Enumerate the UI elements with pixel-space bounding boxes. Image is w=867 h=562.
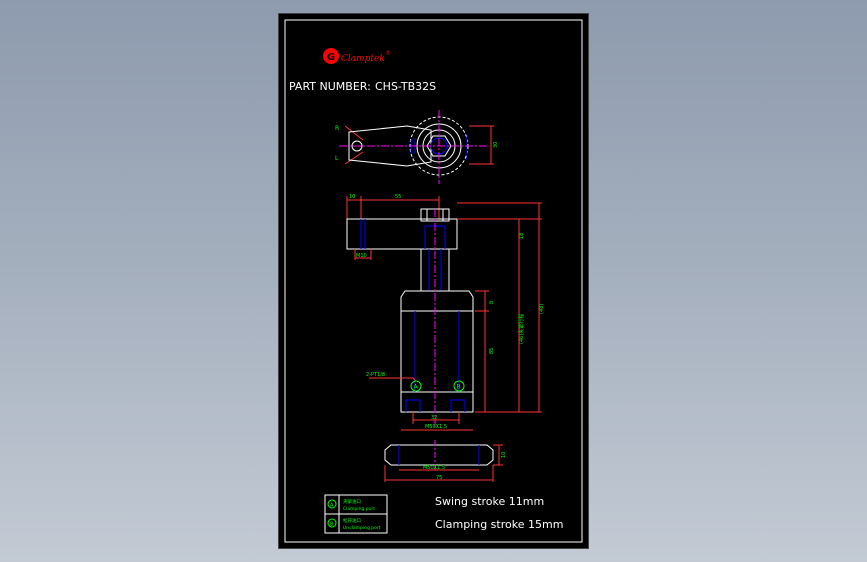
marker-r: R: [335, 125, 339, 132]
svg-text:A: A: [414, 384, 419, 391]
svg-text:G: G: [327, 52, 335, 63]
svg-text:30: 30: [493, 142, 499, 148]
cylinder-body: [400, 290, 474, 413]
clamptek-logo: G Clamptek ®: [323, 48, 391, 64]
svg-text:M50X1.5: M50X1.5: [425, 424, 447, 430]
part-number-value: CHS-TB32S: [375, 80, 436, 93]
port-legend: A 夹紧油口 Clamping port B 松开油口 Unclamping p…: [324, 494, 388, 534]
svg-text:10: 10: [349, 194, 355, 200]
legend-a-circle: [327, 499, 337, 509]
clamping-stroke-text: Clamping stroke 15mm: [435, 518, 563, 531]
port-label: 2-PT1/8: [366, 372, 385, 378]
svg-text:B: B: [330, 522, 334, 528]
lock-nut-view: 10 M50X1.5 75: [384, 440, 507, 482]
part-number-label: PART NUMBER:: [289, 80, 371, 93]
legend-b-circle: [327, 518, 337, 528]
svg-text:8: 8: [489, 301, 495, 304]
svg-text:夹紧油口: 夹紧油口: [343, 498, 361, 505]
svg-text:32: 32: [431, 415, 437, 421]
top-view: R L 30: [335, 110, 499, 184]
svg-text:85: 85: [489, 348, 495, 354]
svg-text:(48): (48): [539, 304, 545, 314]
svg-text:M10: M10: [356, 253, 367, 259]
marker-l: L: [335, 155, 339, 162]
drawing-sheet: G Clamptek ® PART NUMBER: CHS-TB32S R L …: [278, 13, 589, 549]
svg-text:松开油口: 松开油口: [343, 517, 361, 524]
swing-stroke-text: Swing stroke 11mm: [435, 495, 544, 508]
lock-nut: [384, 444, 494, 466]
port-b-circle: [453, 380, 465, 392]
svg-text:M50X1.5: M50X1.5: [423, 465, 445, 471]
svg-text:10: 10: [501, 452, 507, 458]
svg-text:Unclamping port: Unclamping port: [343, 525, 381, 531]
svg-text:A: A: [330, 503, 334, 509]
inner-border: [284, 19, 583, 543]
side-view: 10 55 M10 A B 2-: [346, 194, 545, 431]
cad-drawing: G Clamptek ® PART NUMBER: CHS-TB32S R L …: [284, 19, 583, 543]
svg-text:75: 75: [436, 475, 442, 481]
svg-text:(46)夹紧行程: (46)夹紧行程: [518, 314, 525, 344]
svg-text:55: 55: [395, 194, 401, 200]
logo-text: Clamptek: [341, 54, 385, 64]
svg-text:B: B: [457, 384, 461, 391]
swing-arm-outline: [348, 125, 432, 167]
svg-text:Clamping port: Clamping port: [343, 506, 375, 512]
arm-side: [346, 218, 458, 250]
svg-text:18: 18: [519, 233, 525, 239]
svg-text:®: ®: [385, 50, 391, 57]
logo-mark: [323, 48, 339, 64]
